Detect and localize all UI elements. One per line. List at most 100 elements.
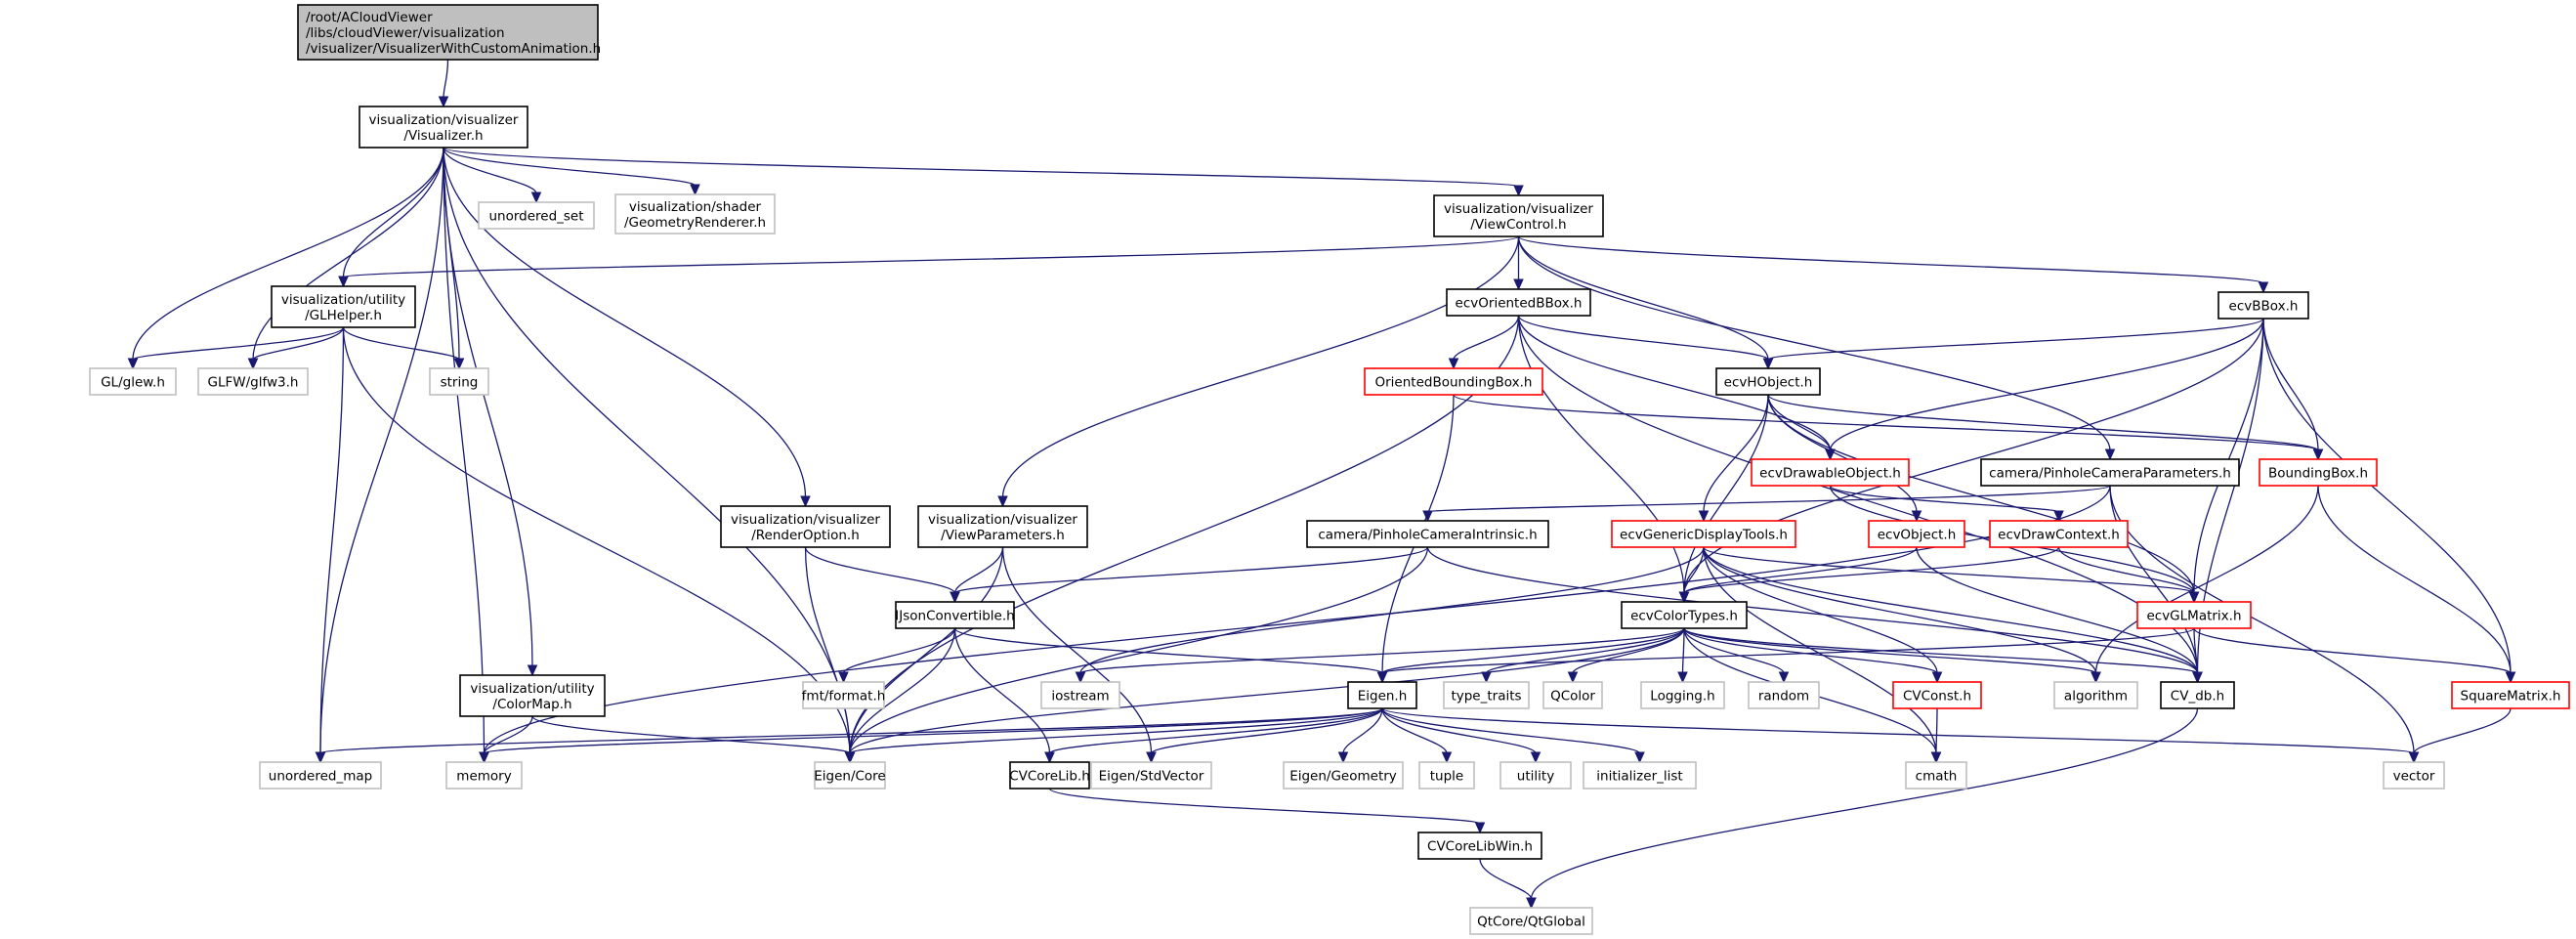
node-ijsonconvertible[interactable]: IJsonConvertible.h xyxy=(895,601,1015,629)
edge-viewcontrol-to-ecvbbox xyxy=(1517,235,2269,294)
arrowhead xyxy=(1441,751,1453,764)
node-box xyxy=(1446,288,1591,317)
node-ecvobject[interactable]: ecvObject.h xyxy=(1868,520,1965,548)
node-tuple: tuple xyxy=(1418,761,1475,790)
edge-cvcorelib-to-cvcorelibwin xyxy=(1048,788,1486,834)
node-cvconst[interactable]: CVConst.h xyxy=(1892,681,1982,709)
edge-line xyxy=(2193,627,2199,674)
edge-line xyxy=(1517,235,2264,284)
edge-ecvorientedbbox-to-ecvhobject xyxy=(1517,315,1774,370)
edge-line xyxy=(1683,627,2199,674)
edge-ijsonconvertible-to-eigenh xyxy=(953,627,1388,684)
edge-line xyxy=(443,59,449,99)
node-label: BoundingBox.h xyxy=(2268,466,2368,482)
edge-visualizer-to-glhelper xyxy=(338,147,444,288)
edge-line xyxy=(132,326,345,361)
node-cvdb[interactable]: CV_db.h xyxy=(2160,681,2235,709)
node-box xyxy=(2259,458,2378,487)
edge-line xyxy=(443,147,486,754)
node-pinholeparams[interactable]: camera/PinholeCameraParameters.h xyxy=(1980,458,2240,487)
edge-ecvorientedbbox-to-ecvcolortypes xyxy=(1517,315,1690,604)
edge-line xyxy=(953,546,1004,594)
edge-line xyxy=(1683,394,1769,594)
node-cvcorelibwin[interactable]: CVCoreLibWin.h xyxy=(1417,832,1542,860)
node-ecvorientedbbox[interactable]: ecvOrientedBBox.h xyxy=(1446,288,1591,317)
node-renderoption[interactable]: visualization/visualizer/RenderOption.h xyxy=(720,505,891,548)
edge-ecvbbox-to-ecvhobject xyxy=(1762,318,2264,370)
node-viewparameters[interactable]: visualization/visualizer/ViewParameters.… xyxy=(917,505,1088,548)
node-label: /ColorMap.h xyxy=(492,697,571,712)
arrowhead xyxy=(2090,671,2101,684)
node-glhelper[interactable]: visualization/utility/GLHelper.h xyxy=(271,285,416,328)
arrowhead xyxy=(2258,281,2269,294)
node-label: ecvHObject.h xyxy=(1724,375,1813,391)
arrowhead xyxy=(1044,751,1055,764)
node-ecvcolortypes[interactable]: ecvColorTypes.h xyxy=(1621,601,1748,629)
edge-line xyxy=(1381,707,2415,754)
node-box xyxy=(895,601,1015,629)
node-string: string xyxy=(429,367,489,396)
node-visualizer[interactable]: visualization/visualizer/Visualizer.h xyxy=(359,106,528,149)
node-ecvglmatrix[interactable]: ecvGLMatrix.h xyxy=(2136,601,2252,629)
edge-line xyxy=(849,627,956,754)
node-box xyxy=(89,367,177,396)
node-box xyxy=(1640,681,1725,709)
node-box xyxy=(1364,367,1543,396)
node-squarematrix[interactable]: SquareMatrix.h xyxy=(2451,681,2570,709)
edge-line xyxy=(252,147,444,361)
node-cvcorelib[interactable]: CVCoreLib.h xyxy=(1009,761,1090,790)
node-initializer_list: initializer_list xyxy=(1583,761,1697,790)
edge-line xyxy=(443,147,537,194)
node-ecvdrawableobject[interactable]: ecvDrawableObject.h xyxy=(1751,458,1910,487)
node-ecvdrawcontext[interactable]: ecvDrawContext.h xyxy=(1989,520,2129,548)
node-label: Eigen/StdVector xyxy=(1099,769,1204,785)
node-label: visualization/visualizer xyxy=(1444,201,1593,217)
node-label: OrientedBoundingBox.h xyxy=(1375,375,1533,391)
edge-line xyxy=(1703,546,2195,594)
edge-line xyxy=(1681,627,1685,674)
node-boundingbox[interactable]: BoundingBox.h xyxy=(2259,458,2378,487)
node-pinholeintrinsic[interactable]: camera/PinholeCameraIntrinsic.h xyxy=(1306,520,1549,548)
node-label: camera/PinholeCameraIntrinsic.h xyxy=(1318,528,1537,543)
node-eigenh[interactable]: Eigen.h xyxy=(1347,681,1417,709)
edge-line xyxy=(804,546,851,754)
node-box xyxy=(197,367,309,396)
node-root[interactable]: /root/ACloudViewer/libs/cloudViewer/visu… xyxy=(297,4,601,61)
arrowhead xyxy=(1698,510,1710,523)
edge-line xyxy=(1703,546,2199,674)
node-box xyxy=(271,285,416,328)
node-label: /ViewControl.h xyxy=(1470,217,1566,233)
node-viewcontrol[interactable]: visualization/visualizer/ViewControl.h xyxy=(1433,194,1604,237)
edge-line xyxy=(842,627,956,674)
node-box xyxy=(802,681,885,709)
edge-colormap-to-eigencore xyxy=(531,715,856,764)
arrowhead xyxy=(2192,671,2203,684)
arrowhead xyxy=(247,358,259,370)
edge-ecvcolortypes-to-random xyxy=(1683,627,1790,684)
arrowhead xyxy=(1075,671,1086,684)
edge-ecvcolortypes-to-eigenh xyxy=(1376,627,1685,684)
arrowhead xyxy=(2505,671,2516,684)
edge-line xyxy=(1683,546,2060,594)
edge-line xyxy=(1703,394,1769,513)
node-label: ecvGenericDisplayTools.h xyxy=(1620,528,1788,543)
edge-ecvdrawableobject-to-ecvdrawcontext xyxy=(1829,485,2064,523)
edge-cvdb-to-qtglobal xyxy=(1526,707,2199,910)
edge-visualizer-to-geomrenderer xyxy=(443,147,700,196)
arrowhead xyxy=(1146,751,1157,764)
edge-line xyxy=(1683,627,1785,674)
node-type_traits: type_traits xyxy=(1443,681,1530,709)
arrowhead xyxy=(1422,510,1433,523)
node-box xyxy=(2136,601,2252,629)
node-colormap[interactable]: visualization/utility/ColorMap.h xyxy=(459,674,606,717)
arrowhead xyxy=(1930,751,1942,764)
node-box xyxy=(259,761,382,790)
edge-visualizer-to-unordered_map xyxy=(315,147,444,764)
node-ecvhobject[interactable]: ecvHObject.h xyxy=(1715,367,1821,396)
arrowhead xyxy=(997,495,1008,508)
node-label: SquareMatrix.h xyxy=(2461,689,2561,704)
edge-glhelper-to-glfw xyxy=(247,326,345,370)
node-orientedboundingbox[interactable]: OrientedBoundingBox.h xyxy=(1364,367,1543,396)
node-genericdisplaytools[interactable]: ecvGenericDisplayTools.h xyxy=(1611,520,1796,548)
node-ecvbbox[interactable]: ecvBBox.h xyxy=(2217,291,2309,320)
